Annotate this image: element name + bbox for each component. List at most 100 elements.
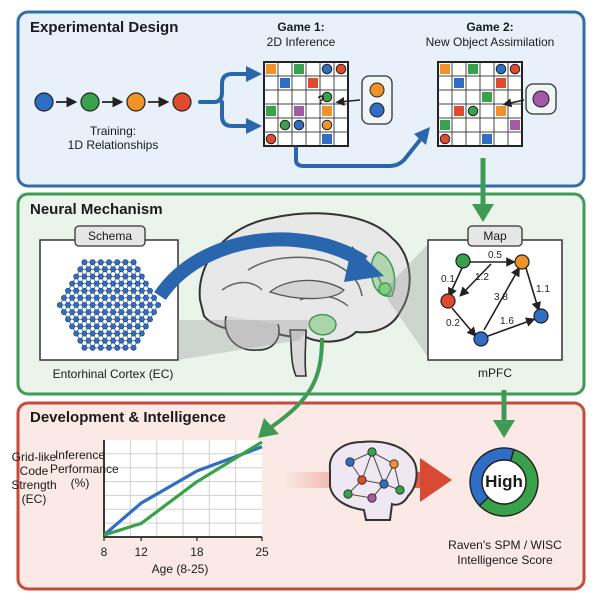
game1-cell-square — [322, 134, 332, 144]
lattice-node — [89, 302, 96, 308]
training-node-blue — [34, 92, 54, 112]
schema-to-mpfc-arrow — [154, 232, 368, 301]
split-bracket — [198, 72, 250, 128]
lattice-node — [134, 309, 141, 316]
lattice-node — [142, 280, 149, 287]
game1-cell-token — [335, 63, 347, 75]
lattice-node — [73, 330, 80, 337]
lattice-node — [134, 323, 141, 330]
game1-candidate-arrow — [335, 97, 361, 106]
schema-lattice — [56, 259, 162, 351]
head-network-node — [379, 479, 389, 489]
map-node-blue-bottom — [473, 331, 489, 347]
lattice-node — [114, 259, 121, 266]
game2-cell-square — [454, 78, 464, 88]
lattice-node — [85, 309, 92, 316]
ec-label: Entorhinal Cortex (EC) — [52, 367, 174, 381]
split-arrowhead-top — [246, 66, 262, 82]
chart-xlabel: Age (8-25) — [151, 562, 209, 576]
lattice-node — [142, 309, 149, 316]
cognitive-map: 0.1 1.2 0.5 3.8 1.1 0.2 1.6 — [440, 250, 550, 347]
lattice-node — [106, 330, 112, 337]
lattice-node — [122, 302, 129, 308]
lattice-node — [118, 323, 125, 330]
lattice-node — [97, 344, 104, 351]
lattice-node — [69, 280, 75, 287]
lattice-node — [122, 344, 129, 351]
lattice-node — [126, 337, 133, 344]
lattice-node — [147, 287, 153, 294]
lattice-node — [73, 302, 80, 308]
training-label-1: Training: — [89, 124, 137, 138]
lattice-node — [89, 273, 96, 280]
game2-cell-square — [496, 106, 506, 116]
ec-to-chart-arrowhead — [258, 418, 279, 438]
lattice-node — [65, 302, 71, 308]
lattice-node — [97, 273, 104, 280]
lattice-node — [151, 294, 157, 301]
game1-cell-token — [293, 119, 305, 131]
game2-cell-square — [468, 64, 478, 74]
lattice-node — [85, 280, 92, 287]
game2-to-map-arrowhead — [472, 204, 494, 222]
lattice-node — [93, 323, 100, 330]
map-edge-label-4: 1.1 — [536, 284, 550, 295]
map-edge-label-5: 0.2 — [446, 318, 460, 329]
game1-cell-square — [266, 64, 276, 74]
lattice-node — [77, 280, 84, 287]
lattice-node — [155, 302, 162, 308]
head-network-node — [367, 447, 377, 457]
map-edge-label-0: 0.1 — [441, 274, 455, 285]
lattice-node — [69, 294, 75, 301]
lattice-node — [69, 309, 75, 316]
schema-tab — [74, 225, 146, 247]
lattice-node — [147, 316, 153, 323]
training-node-orange — [126, 92, 146, 112]
head-network-node — [357, 475, 367, 485]
map-node-green — [455, 253, 471, 269]
lattice-node — [106, 259, 112, 266]
game1-subtitle: 2D Inference — [266, 35, 336, 49]
lattice-node — [130, 302, 137, 308]
lattice-node — [142, 294, 149, 301]
lattice-node — [85, 323, 92, 330]
score-caption-1: Raven's SPM / WISC — [448, 538, 562, 552]
head-network-node — [345, 457, 355, 467]
lattice-node — [93, 266, 100, 273]
ec-to-chart-arrow — [268, 337, 324, 430]
head-network-node — [343, 489, 353, 499]
game1-cell-square — [308, 78, 318, 88]
game1-cell-square — [266, 106, 276, 116]
score-label: High — [485, 472, 523, 491]
lattice-node — [81, 287, 88, 294]
game1-to-game2-arrowhead — [414, 127, 430, 145]
lattice-node — [102, 309, 108, 316]
game2-title: Game 2: — [466, 20, 514, 34]
split-arrowhead-bottom — [246, 118, 262, 134]
game1-title: Game 1: — [277, 20, 325, 34]
cerebellum — [224, 315, 280, 351]
lattice-node — [118, 337, 125, 344]
game1-cell-square — [294, 106, 304, 116]
design-title: Experimental Design — [30, 19, 179, 36]
map-edge-label-1: 1.2 — [475, 272, 489, 283]
lattice-node — [97, 330, 104, 337]
training-sequence — [34, 92, 192, 112]
head-network-edge — [361, 451, 373, 481]
mpfc-label: mPFC — [478, 366, 512, 380]
map-projection — [388, 242, 430, 360]
ec-highlight — [308, 313, 337, 336]
intelligence-score-ring — [469, 447, 539, 517]
game1-to-game2-arrow — [294, 138, 422, 168]
schema-projection — [178, 320, 312, 360]
game1-cell-token — [321, 119, 333, 131]
lattice-node — [97, 259, 104, 266]
lattice-node — [110, 280, 116, 287]
lattice-node — [118, 309, 125, 316]
training-label-2: 1D Relationships — [67, 138, 159, 152]
lattice-node — [73, 316, 80, 323]
lattice-node — [65, 287, 71, 294]
lattice-node — [134, 266, 141, 273]
